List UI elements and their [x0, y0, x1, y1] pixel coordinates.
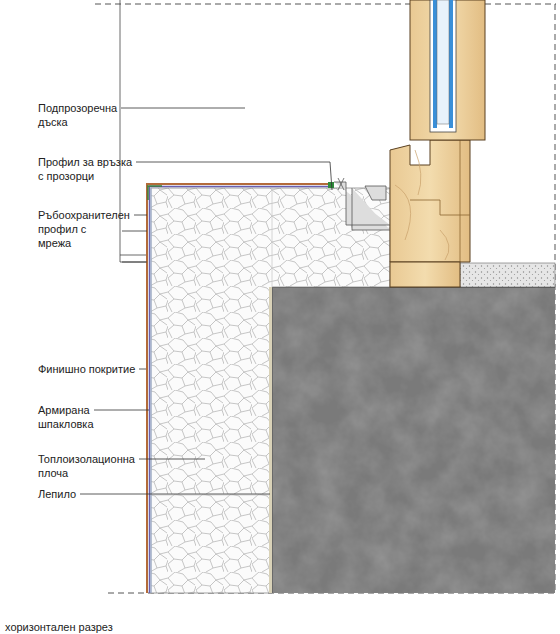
leader-line — [139, 459, 205, 460]
leader-line — [122, 231, 147, 232]
part-label: Подпрозоречна дъска — [38, 101, 120, 129]
part-label: Профил за връзка с прозорци — [38, 155, 133, 183]
leader-line — [121, 108, 245, 109]
leader-line — [122, 262, 147, 263]
label-text: Топлоизолационна плоча — [38, 453, 135, 479]
label-text: Финишно покритие — [38, 363, 135, 375]
leader-line — [330, 162, 332, 190]
leader-line — [94, 410, 149, 411]
caption: хоризонтален разрез — [5, 620, 113, 634]
label-text: Армирана шпакловка — [38, 404, 94, 430]
label-text: Профил за връзка с прозорци — [38, 156, 132, 182]
label-text: Ръбоохранителен профил с мрежа — [38, 209, 130, 249]
leader-line — [136, 162, 330, 163]
part-label: Лепило — [38, 487, 118, 501]
leader-line — [139, 369, 146, 370]
part-label: Финишно покритие — [38, 362, 148, 376]
part-label: Ръбоохранителен профил с мрежа — [38, 208, 120, 250]
label-text: хоризонтален разрез — [5, 621, 113, 633]
label-text: Лепило — [38, 488, 76, 500]
part-label: Топлоизолационна плоча — [38, 452, 143, 480]
leader-line — [80, 494, 270, 495]
leader-line — [134, 215, 147, 216]
label-text: Подпрозоречна дъска — [38, 102, 117, 128]
part-label: Армирана шпакловка — [38, 403, 148, 431]
